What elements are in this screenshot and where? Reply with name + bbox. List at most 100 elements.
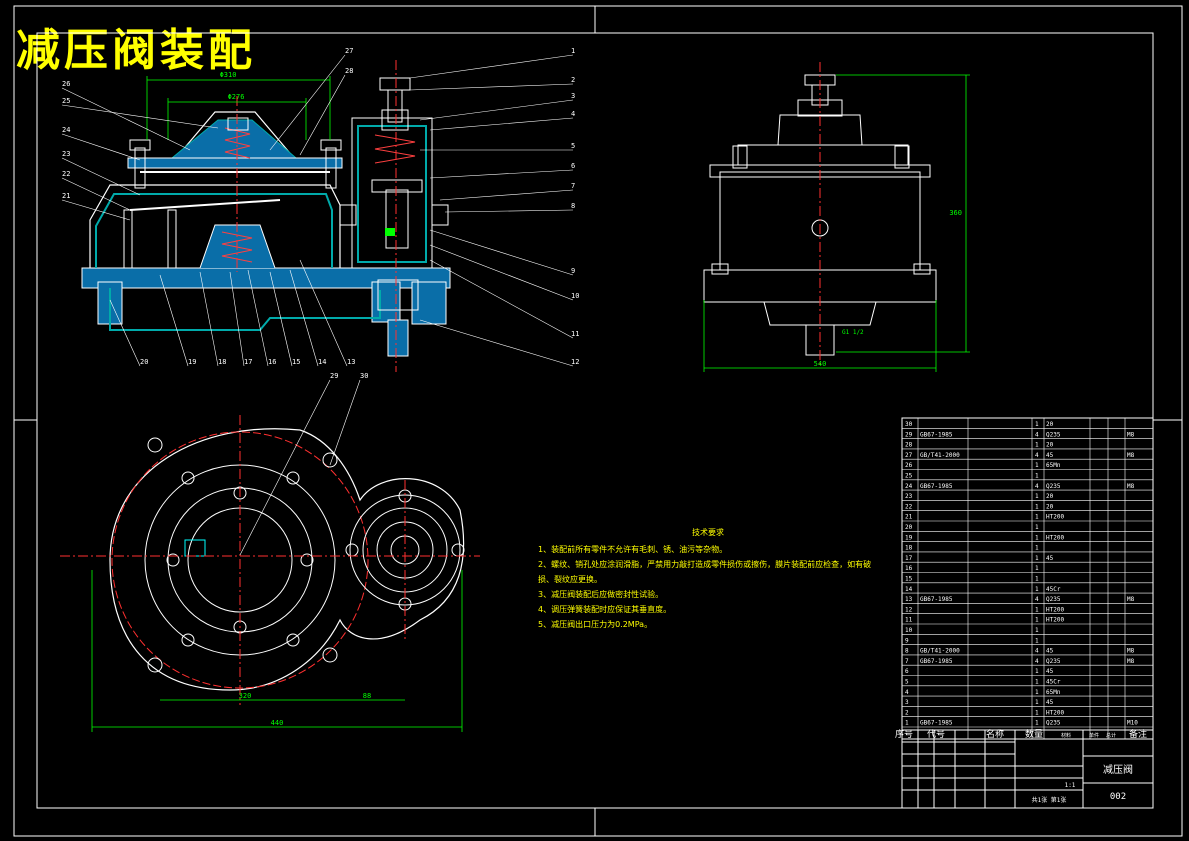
bom-header: 序号 (895, 728, 913, 740)
bom-cell: 4 (905, 689, 909, 696)
bom-header: 代号 (927, 729, 945, 740)
leader-label: 28 (345, 67, 353, 75)
leader-label: 29 (330, 372, 338, 380)
bom-cell: 16 (905, 565, 913, 572)
bom-cell: 4 (1035, 483, 1039, 490)
part-leaders: 1234567891011121314151617181920212223242… (61, 47, 579, 556)
leader-label: 30 (360, 372, 368, 380)
dim-plan-width: 440 (271, 719, 284, 727)
dim-side-height: 360 (949, 209, 962, 217)
front-section-view: Φ310 Φ276 (81, 60, 451, 372)
bom-cell: 1 (1035, 586, 1039, 593)
bom-cell: GB67-1985 (920, 596, 953, 603)
bom-cell: Q235 (1046, 596, 1061, 603)
bom-cell: 28 (905, 442, 913, 449)
bom-cell: M8 (1127, 658, 1135, 665)
bom-cell: 22 (905, 503, 913, 510)
bom-cell: 1 (1035, 462, 1039, 469)
leader-label: 4 (571, 110, 575, 118)
side-view: 540 360 G1 1/2 (703, 62, 970, 372)
bom-cell: 30 (905, 421, 913, 428)
dim-thread-1: G1 1/2 (842, 329, 864, 336)
bom-cell: 45 (1046, 668, 1054, 675)
bom-cell: 1 (1035, 709, 1039, 716)
bom-cell: 1 (1035, 565, 1039, 572)
bom-cell: 1 (1035, 524, 1039, 531)
bom-cell: 17 (905, 555, 913, 562)
bom-cell: 8 (905, 648, 909, 655)
note-item: 4、调压弹簧装配时应保证其垂直度。 (538, 605, 672, 614)
bom-cell: 12 (905, 606, 913, 613)
bom-cell: 1 (1035, 493, 1039, 500)
leader-label: 25 (62, 97, 70, 105)
bom-cell: 1 (1035, 473, 1039, 480)
bom-cell: 27 (905, 452, 913, 459)
bom-cell: 7 (905, 658, 909, 665)
bom-cell: 65Mn (1046, 689, 1061, 696)
bom-cell: 4 (1035, 431, 1039, 438)
bom-cell: 26 (905, 462, 913, 469)
bom-cell: 18 (905, 545, 913, 552)
bom-cell: HT200 (1046, 709, 1064, 716)
bom-header: 单件 (1089, 732, 1099, 739)
bom-cell: Q235 (1046, 431, 1061, 438)
bom-cell: 20 (1046, 442, 1054, 449)
leader-label: 17 (244, 358, 252, 366)
bom-cell: Q235 (1046, 658, 1061, 665)
title-block: 减压阀 002 1:1 共1张 第1张 (901, 729, 1154, 809)
bom-cell: GB/T41-2000 (920, 648, 960, 655)
bom-cell: 4 (1035, 596, 1039, 603)
bom-header: 材料 (1061, 732, 1071, 739)
bom-cell: 1 (905, 720, 909, 727)
bom-cell: 20 (1046, 503, 1054, 510)
leader-label: 26 (62, 80, 70, 88)
note-item: 3、减压阀装配后应做密封性试验。 (538, 590, 664, 599)
bom-cell: M8 (1127, 452, 1135, 459)
leader-label: 24 (62, 126, 70, 134)
leader-label: 3 (571, 92, 575, 100)
bom-cell: 45 (1046, 699, 1054, 706)
bom-cell: M8 (1127, 596, 1135, 603)
leader-label: 11 (571, 330, 579, 338)
bom-header: 数量 (1025, 728, 1043, 740)
bom-cell: M10 (1127, 720, 1138, 727)
note-item: 1、装配前所有零件不允许有毛刺、锈、油污等杂物。 (538, 545, 728, 554)
bom-cell: 1 (1035, 555, 1039, 562)
bom-cell: 24 (905, 483, 913, 490)
bom-cell: 1 (1035, 545, 1039, 552)
bom-cell: 6 (905, 668, 909, 675)
bom-cell: HT200 (1046, 514, 1064, 521)
bom-cell: 11 (905, 617, 913, 624)
leader-label: 15 (292, 358, 300, 366)
note-item: 5、减压阀出口压力为0.2MPa。 (538, 620, 653, 629)
bom-cell: 45 (1046, 648, 1054, 655)
bom-cell: 1 (1035, 576, 1039, 583)
bom-cell: GB67-1985 (920, 483, 953, 490)
bom-cell: 4 (1035, 452, 1039, 459)
bom-cell: 1 (1035, 689, 1039, 696)
bom-cell: M8 (1127, 483, 1135, 490)
leader-label: 18 (218, 358, 226, 366)
leader-label: 2 (571, 76, 575, 84)
bom-header: 备注 (1129, 728, 1147, 740)
scale-value: 1:1 (1065, 782, 1076, 789)
bom-cell: 15 (905, 576, 913, 583)
bom-cell: 20 (1046, 421, 1054, 428)
leader-label: 9 (571, 267, 575, 275)
leader-label: 14 (318, 358, 326, 366)
bom-cell: 19 (905, 534, 913, 541)
bom-frame (901, 417, 1154, 740)
bom-header: 总计 (1106, 732, 1116, 739)
bom-cell: 45Cr (1046, 586, 1061, 593)
bom-cell: M8 (1127, 431, 1135, 438)
plan-view: 440 320 88 (60, 415, 480, 732)
bom-cell: GB67-1985 (920, 658, 953, 665)
bom-cell: 2 (905, 709, 909, 716)
bom-cell: 4 (1035, 658, 1039, 665)
dim-top-overall-1: Φ310 (220, 71, 237, 79)
bom-cell: 1 (1035, 699, 1039, 706)
bom-cell: Q235 (1046, 720, 1061, 727)
